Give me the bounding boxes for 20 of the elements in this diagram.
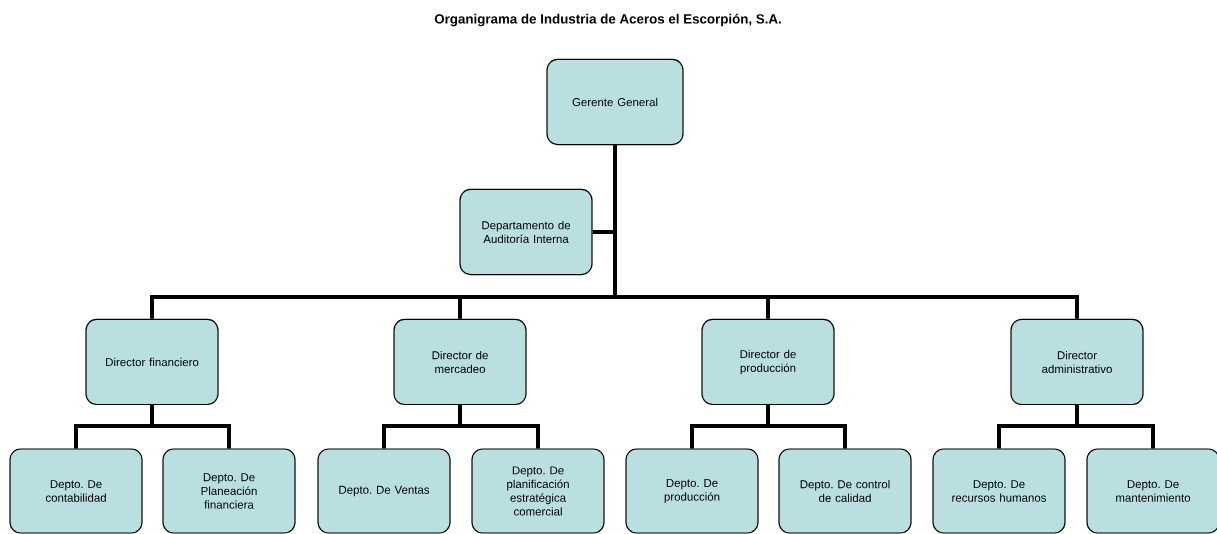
org-box: Director de producción (701, 318, 835, 406)
connector-line (766, 405, 847, 449)
org-box: Depto. De planificación estratégica comercial (471, 448, 605, 534)
org-box: Director de mercadeo (393, 318, 527, 406)
org-box: Depto. De producción (625, 448, 759, 534)
org-box: Depto. De control de calidad (778, 448, 912, 534)
connector-line (458, 405, 540, 449)
connector-line (613, 145, 1079, 319)
org-box: Depto. De Planeación financiera (162, 448, 296, 534)
org-box: Depto. De mantenimiento (1086, 448, 1217, 534)
org-box: Depto. De recursos humanos (932, 448, 1066, 534)
connector-line (1075, 405, 1155, 449)
org-box: Depto. De Ventas (317, 448, 451, 534)
title: Organigrama de Industria de Aceros el Escorpión, S.A. (434, 13, 781, 27)
org-box: Departamento de Auditoría Interna (459, 188, 593, 276)
org-box: Director administrativo (1010, 318, 1144, 406)
connector-line (150, 405, 231, 449)
org-box: Director financiero (85, 318, 219, 406)
org-box: Gerente General (546, 58, 684, 146)
org-box: Depto. De contabilidad (9, 448, 143, 534)
